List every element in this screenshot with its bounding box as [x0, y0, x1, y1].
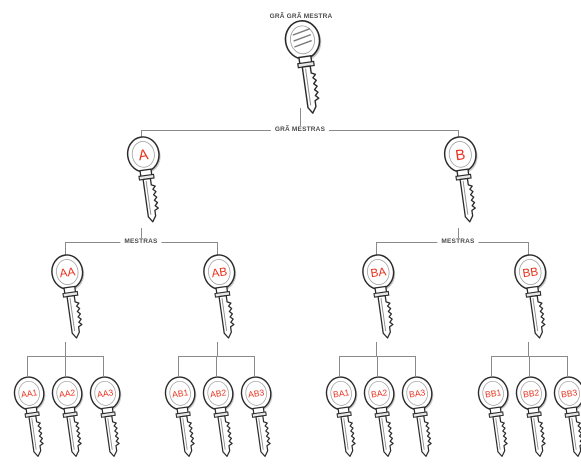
key-bb3: BB3: [552, 375, 581, 458]
key-label-ba: BA: [370, 265, 387, 280]
key-ab: AB: [202, 253, 245, 340]
key-label-aa: AA: [59, 265, 76, 280]
key-ba3: BA3: [400, 375, 441, 458]
key-ba2: BA2: [362, 375, 403, 458]
key-label-ab: AB: [211, 265, 228, 280]
key-aa2: AA2: [50, 375, 91, 458]
key-aa3: AA3: [88, 375, 129, 458]
key-bb2: BB2: [514, 375, 555, 458]
key-b: B: [442, 135, 486, 224]
key-top: [283, 18, 331, 115]
key-bb: BB: [513, 253, 556, 340]
key-ab2: AB2: [201, 375, 242, 458]
key-ba: BA: [361, 253, 404, 340]
key-label-bb: BB: [522, 265, 539, 280]
key-aa: AA: [50, 253, 93, 340]
key-aa1: AA1: [12, 375, 53, 458]
key-ba1: BA1: [324, 375, 365, 458]
key-ab3: AB3: [239, 375, 280, 458]
key-a: A: [125, 135, 169, 224]
key-ab1: AB1: [163, 375, 204, 458]
key-bb1: BB1: [476, 375, 517, 458]
